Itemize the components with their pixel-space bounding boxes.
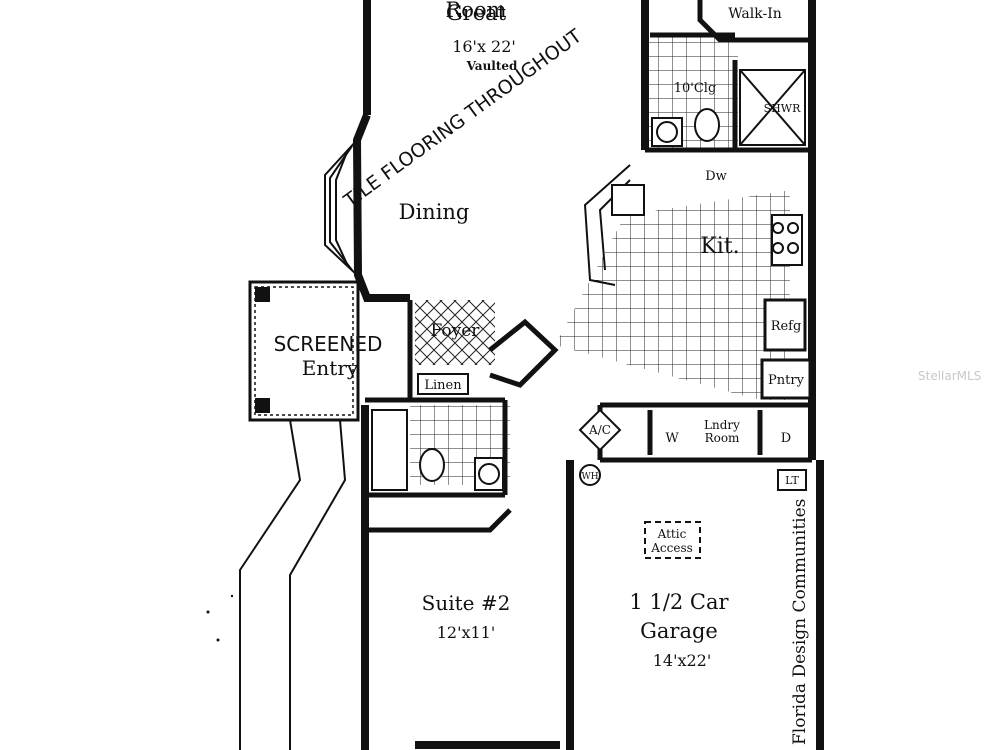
laundry-label-2: Room <box>705 431 740 445</box>
attic-label-2: Access <box>650 541 693 555</box>
dryer-label: D <box>781 431 791 446</box>
bay-window <box>324 139 358 276</box>
builder-name: Florida Design Communities <box>790 499 810 745</box>
linen-label: Linen <box>424 378 462 393</box>
linen-closet <box>417 373 469 395</box>
screened-entry-structure <box>248 280 360 422</box>
washer-label: W <box>665 431 679 446</box>
kitchen-label: Kit. <box>700 234 739 259</box>
garage-size: 14'x22' <box>653 651 712 670</box>
walkway <box>239 419 347 750</box>
watermark: StellarMLS <box>918 369 981 383</box>
attic-label-1: Attic <box>657 527 687 541</box>
entry-label: Entry <box>302 356 359 380</box>
kitchen-counter <box>583 164 812 400</box>
foyer-tile-area <box>415 300 495 365</box>
suite2-label: Suite #2 <box>422 591 511 615</box>
foyer-label: Foyer <box>431 321 481 341</box>
kitchen-tile-area <box>555 190 790 400</box>
great-room-note: Vaulted <box>466 59 518 73</box>
great-room-label: Room <box>445 0 506 22</box>
bath-fixtures <box>371 69 806 491</box>
speckle-marks <box>206 594 234 642</box>
garage-label-1: 1 1/2 Car <box>629 590 729 614</box>
garage-label-2: Garage <box>640 619 718 643</box>
ceiling-label: 10'Clg <box>674 81 717 96</box>
refrigerator-label: Refg <box>771 319 802 334</box>
ac-label: A/C <box>588 423 611 437</box>
water-heater-label: WH <box>581 472 598 482</box>
shower-label: SHWR <box>764 102 801 115</box>
dishwasher-label: Dw <box>705 169 727 184</box>
pantry-label: Pntry <box>768 373 805 388</box>
walk-in-label: Walk-In <box>728 6 782 22</box>
great-room-size: 16'x 22' <box>452 37 516 56</box>
lt-label: LT <box>785 474 799 487</box>
utility-fixtures <box>578 408 807 559</box>
screened-label: SCREENED <box>274 332 383 356</box>
dining-label: Dining <box>399 200 470 224</box>
laundry-label-1: Lndry <box>704 418 740 432</box>
exterior-walls <box>352 0 824 750</box>
suite2-size: 12'x11' <box>437 623 496 642</box>
great-room-label-partial: Great <box>446 1 507 25</box>
